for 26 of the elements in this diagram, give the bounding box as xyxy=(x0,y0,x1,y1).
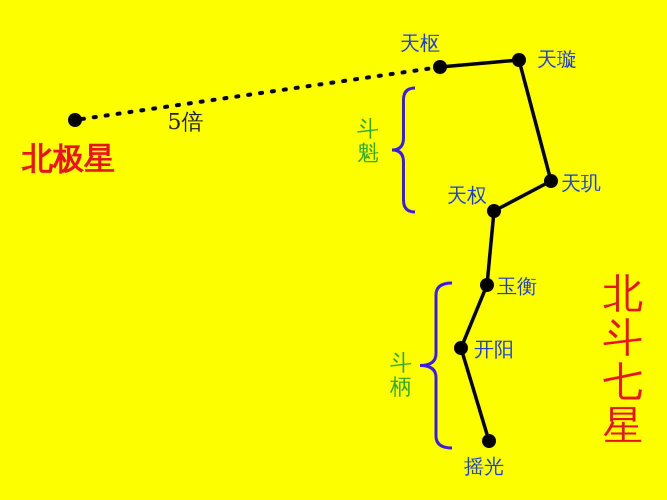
constellation-line xyxy=(486,216,496,280)
star-dot xyxy=(68,113,82,127)
star-dot xyxy=(482,434,496,448)
constellation-line xyxy=(462,290,486,344)
star-dot xyxy=(433,60,447,74)
star-dot xyxy=(544,174,558,188)
star-name: 天权 xyxy=(447,182,487,209)
star-name: 天璇 xyxy=(537,46,577,73)
constellation-line xyxy=(519,65,551,176)
star-dot xyxy=(487,204,501,218)
vertical-label: 北斗七星 xyxy=(603,272,643,448)
star-dot xyxy=(454,341,468,355)
constellation-line xyxy=(445,58,514,68)
vertical-label: 斗柄 xyxy=(390,352,412,400)
star-name: 天枢 xyxy=(400,30,440,57)
star-name: 摇光 xyxy=(464,453,504,480)
constellation-line xyxy=(461,352,489,436)
star-dot xyxy=(480,278,494,292)
edge-label: 5倍 xyxy=(168,109,204,138)
constellation-line xyxy=(498,182,547,210)
vertical-label: 斗魁 xyxy=(357,118,379,166)
star-name: 北极星 xyxy=(22,140,115,179)
star-name: 开阳 xyxy=(474,336,514,363)
star-name: 玉衡 xyxy=(497,273,537,300)
star-name: 天玑 xyxy=(561,170,601,197)
star-dot xyxy=(512,53,526,67)
